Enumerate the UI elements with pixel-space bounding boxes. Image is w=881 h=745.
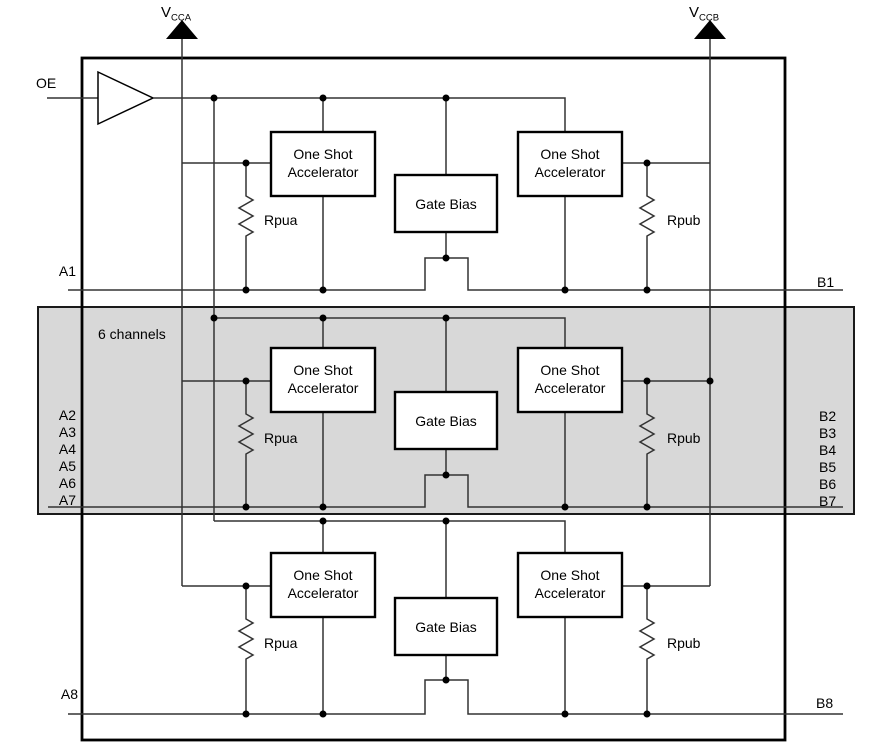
pin-label-b3: B3	[819, 425, 836, 441]
vcca-label: VCCA	[161, 4, 192, 24]
one-shot-label-line1: One Shot	[540, 362, 599, 378]
pin-label-b8: B8	[816, 695, 833, 711]
pin-label-b4: B4	[819, 442, 836, 458]
one-shot-accelerator-box	[269, 130, 377, 198]
gate-bias-box	[393, 390, 499, 451]
pin-label-a2: A2	[59, 407, 76, 423]
gate-bias-label: Gate Bias	[415, 619, 476, 635]
a8-b8-channel-wire	[68, 679, 843, 715]
oe-buffer-icon	[97, 70, 155, 126]
one-shot-label-line2: Accelerator	[535, 585, 606, 601]
channel-8: One Shot Accelerator One Shot Accelerato…	[68, 517, 843, 718]
rpub-resistor	[639, 162, 655, 291]
one-shot-label-line2: Accelerator	[535, 164, 606, 180]
channel-2-junction-dots	[210, 314, 714, 511]
rpub-label: Rpub	[667, 635, 701, 651]
one-shot-label-line2: Accelerator	[288, 585, 359, 601]
rpub-label: Rpub	[667, 430, 701, 446]
rpua-resistor	[238, 162, 254, 291]
channel-8-junction-dots	[242, 517, 651, 718]
one-shot-label-line2: Accelerator	[535, 380, 606, 396]
pin-label-b2: B2	[819, 408, 836, 424]
one-shot-accelerator-box	[516, 130, 624, 198]
pin-label-a3: A3	[59, 424, 76, 440]
one-shot-label-line2: Accelerator	[288, 164, 359, 180]
channel-2-representative: One Shot Accelerator One Shot Accelerato…	[48, 314, 843, 511]
one-shot-accelerator-box	[516, 551, 624, 619]
vccb-label: VCCB	[689, 4, 719, 24]
pin-label-a1: A1	[59, 263, 76, 279]
one-shot-accelerator-box	[269, 346, 377, 414]
pin-labels-a-bus: A2 A3 A4 A5 A6 A7	[59, 407, 76, 508]
pin-label-a4: A4	[59, 441, 76, 457]
one-shot-label-line1: One Shot	[293, 146, 352, 162]
pin-label-oe: OE	[36, 75, 56, 91]
one-shot-label-line1: One Shot	[540, 567, 599, 583]
one-shot-label-line1: One Shot	[540, 146, 599, 162]
vcca-arrow-icon	[166, 20, 198, 39]
one-shot-label-line1: One Shot	[293, 362, 352, 378]
pin-label-a6: A6	[59, 475, 76, 491]
one-shot-accelerator-box	[269, 551, 377, 619]
gate-bias-box	[393, 596, 499, 657]
one-shot-label-line2: Accelerator	[288, 380, 359, 396]
rpua-label: Rpua	[264, 430, 298, 446]
one-shot-accelerator-box	[516, 346, 624, 414]
rpub-label: Rpub	[667, 212, 701, 228]
channel-1-wires	[68, 97, 843, 291]
pin-label-b1: B1	[817, 274, 834, 290]
vccb-rail	[694, 20, 726, 586]
rpua-label: Rpua	[264, 635, 298, 651]
gate-bias-box	[393, 173, 499, 234]
pin-label-a7: A7	[59, 492, 76, 508]
a1-b1-channel-wire	[68, 257, 843, 291]
pin-label-b7: B7	[819, 493, 836, 509]
oe-input	[47, 70, 215, 521]
pin-label-a5: A5	[59, 458, 76, 474]
pin-labels-b-bus: B2 B3 B4 B5 B6 B7	[819, 408, 836, 509]
rpub-resistor	[639, 585, 655, 714]
rpua-label: Rpua	[264, 212, 298, 228]
pin-label-b5: B5	[819, 459, 836, 475]
pin-label-b6: B6	[819, 476, 836, 492]
gate-bias-label: Gate Bias	[415, 196, 476, 212]
vccb-arrow-icon	[694, 20, 726, 39]
gate-bias-label: Gate Bias	[415, 413, 476, 429]
pin-label-a8: A8	[61, 686, 78, 702]
channel-1: One Shot Accelerator One Shot Accelerato…	[68, 94, 843, 294]
channel-1-junction-dots	[210, 94, 651, 294]
six-channels-note: 6 channels	[98, 326, 166, 342]
one-shot-label-line1: One Shot	[293, 567, 352, 583]
vcca-rail	[166, 20, 198, 586]
rpua-resistor	[238, 585, 254, 714]
device-outline-box	[80, 56, 787, 742]
